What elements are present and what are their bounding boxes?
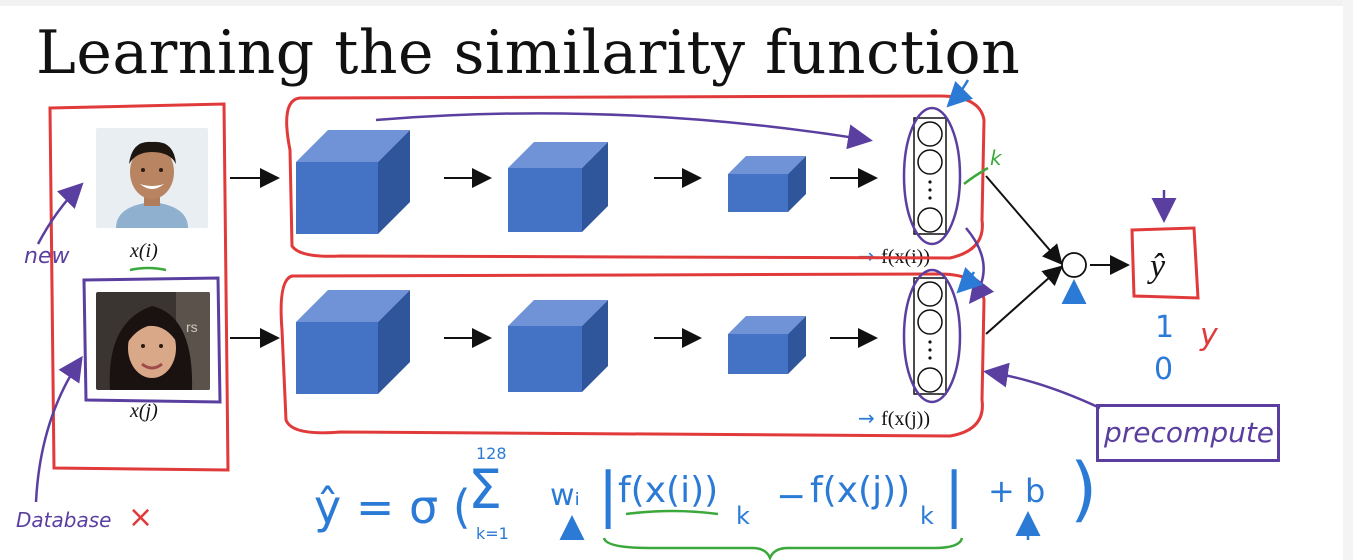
f-x-j-label: → f(x(j)) (858, 406, 930, 431)
top-edge (0, 0, 1353, 6)
purple-arc-top-network (375, 112, 873, 150)
annotation-zero: 0 (1154, 352, 1174, 387)
svg-text:rs: rs (186, 319, 198, 335)
formula-lhs: ŷ = σ ( (314, 480, 471, 534)
formula-term1: f(x(i)) (618, 470, 719, 511)
conv-block-top-1 (296, 130, 410, 234)
conv-block-top-3 (728, 156, 806, 212)
f-x-j-arrow-icon: → (858, 406, 882, 430)
formula-term2-sub: k (920, 502, 934, 530)
formula-term2: f(x(j)) (810, 470, 911, 511)
output-red-box (1130, 226, 1200, 300)
formula-term1-sub: k (736, 502, 750, 530)
slide-title: Learning the similarity function (36, 18, 1021, 88)
f-x-j-text: f(x(j)) (881, 408, 930, 430)
blue-arrow-bottom-encoding (956, 267, 983, 294)
annotation-new: new (24, 244, 70, 269)
formula-close: ) (1070, 448, 1098, 530)
combine-node (1061, 252, 1087, 278)
encoding-vector-top (913, 117, 947, 235)
similarity-formula: ŷ = σ ( 128 Σ k=1 wᵢ | f(x(i)) k − f(x(j… (306, 440, 1106, 558)
annotation-k: k (990, 146, 1002, 170)
x-i-label: x(i) (130, 240, 158, 262)
encoding-vector-bottom (913, 277, 947, 395)
face-photo-database: rs (96, 292, 210, 390)
arrow-encoding-top-to-node (985, 175, 1063, 266)
top-network-red-outline (285, 94, 986, 260)
face-photo-database-art: rs (96, 292, 210, 390)
annotation-precompute: precompute (1104, 416, 1275, 449)
conv-block-bottom-1 (296, 290, 410, 394)
green-arrow-k (963, 166, 989, 185)
right-edge (1343, 0, 1353, 560)
conv-block-bottom-2 (508, 300, 608, 392)
formula-sum-bottom: k=1 (476, 524, 509, 543)
output-y-hat: ŷ (1150, 248, 1166, 285)
formula-minus: − (776, 476, 807, 517)
database-red-outline (48, 102, 230, 472)
annotation-database-cross: × (128, 500, 154, 535)
encoding-top-purple-loop (902, 106, 962, 246)
database-face-purple-outline (82, 276, 222, 404)
conv-block-top-2 (508, 142, 608, 232)
formula-sum-top: 128 (476, 444, 507, 463)
annotation-y: y (1200, 318, 1218, 353)
formula-abs-close: | (944, 460, 965, 530)
formula-abs-open: | (598, 460, 619, 530)
encoding-bottom-purple-loop (902, 268, 962, 404)
face-photo-new-art (96, 128, 208, 228)
f-x-i-arrow-icon: → (858, 244, 882, 268)
purple-arrow-precompute (983, 362, 1101, 410)
purple-arrow-new (36, 182, 84, 245)
formula-weight: wᵢ (550, 478, 580, 513)
green-brace-abs-term (602, 537, 964, 560)
formula-bias: + b (988, 472, 1046, 510)
purple-arrow-database (34, 355, 83, 503)
annotation-one: 1 (1155, 310, 1175, 345)
precompute-box (1096, 404, 1280, 462)
conv-block-bottom-3 (728, 316, 806, 374)
blue-arrow-top-encoding (946, 79, 973, 108)
green-underline-x-i (129, 266, 167, 272)
green-underline-term1 (625, 509, 719, 516)
face-photo-new (96, 128, 208, 228)
arrow-encoding-bottom-to-node (985, 265, 1063, 335)
x-j-label: x(j) (130, 400, 158, 422)
formula-sum-symbol: Σ (468, 458, 503, 521)
annotation-database: Database (16, 508, 112, 532)
